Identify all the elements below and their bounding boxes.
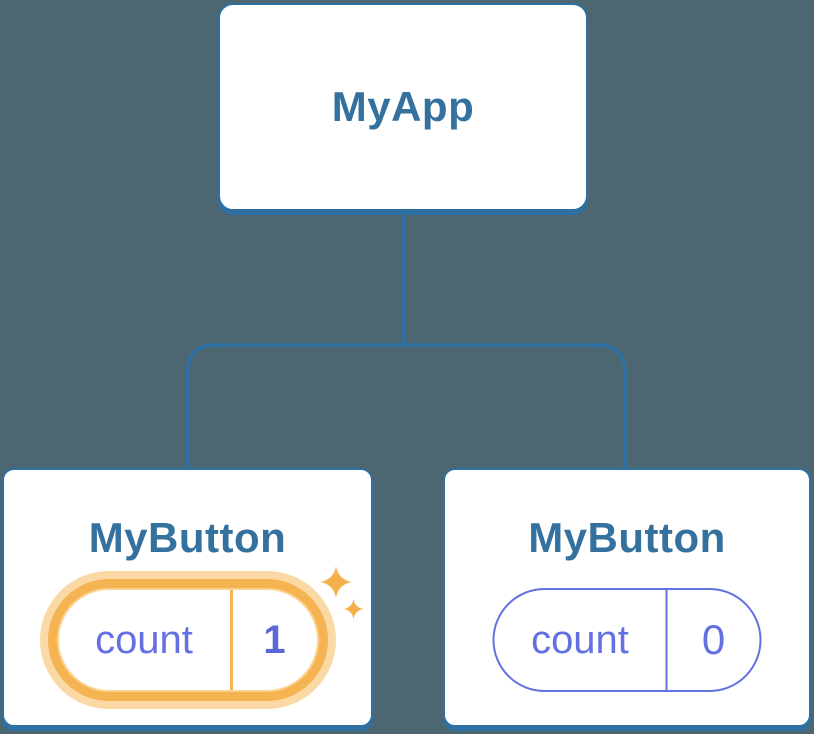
component-node-mybutton-right: MyButton count 0 [443, 468, 811, 727]
sparkle-small [343, 599, 364, 619]
state-label: count [95, 617, 193, 662]
component-title: MyApp [331, 83, 475, 130]
state-pill-highlighted: count 1 [56, 588, 319, 692]
state-label-cell: count [495, 590, 666, 690]
component-node-mybutton-left: MyButton count 1 [2, 468, 373, 727]
connector-branch [185, 343, 627, 469]
sparkle-large [320, 566, 352, 598]
state-value-cell: 0 [665, 590, 760, 690]
component-title: MyButton [528, 514, 726, 561]
state-value-cell: 1 [229, 590, 317, 690]
component-node-myapp: MyApp [218, 3, 588, 211]
state-pill: count 0 [492, 588, 762, 692]
state-value: 0 [701, 616, 726, 663]
state-value: 1 [263, 617, 286, 662]
state-label: count [531, 617, 629, 662]
component-title: MyButton [88, 514, 287, 561]
state-label-cell: count [59, 590, 230, 690]
sparkles-icon [320, 566, 364, 619]
